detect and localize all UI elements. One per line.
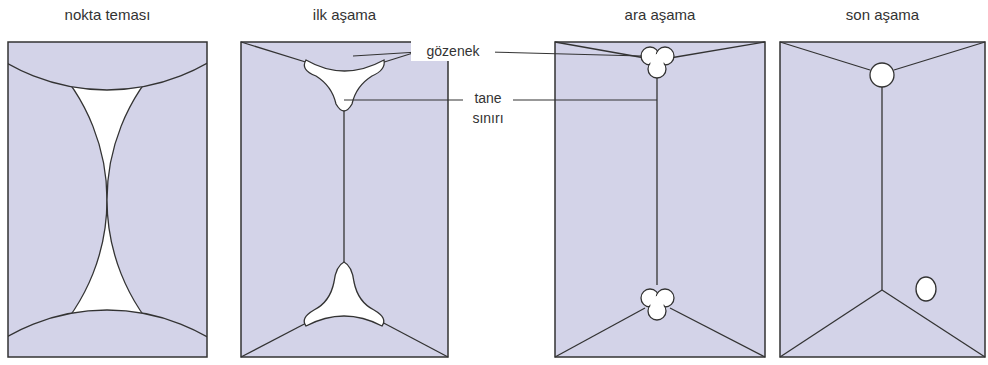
stage-panel: ara aşama: [555, 6, 765, 357]
part-label: gözenek: [411, 41, 495, 61]
stage-heading: son aşama: [780, 6, 985, 24]
stage-heading: nokta teması: [8, 6, 207, 24]
point-contact-panel: [0, 0, 507, 365]
stage-heading: ara aşama: [555, 6, 765, 24]
initial-stage-panel: [241, 42, 448, 357]
final-stage-panel: [780, 42, 985, 357]
stage-heading: ilk aşama: [241, 6, 448, 24]
stage-panel: nokta teması: [8, 6, 207, 357]
part-label: tane sınırı: [463, 88, 513, 128]
stage-panel: son aşama: [780, 6, 985, 357]
intermediate-stage-panel: [555, 42, 765, 357]
